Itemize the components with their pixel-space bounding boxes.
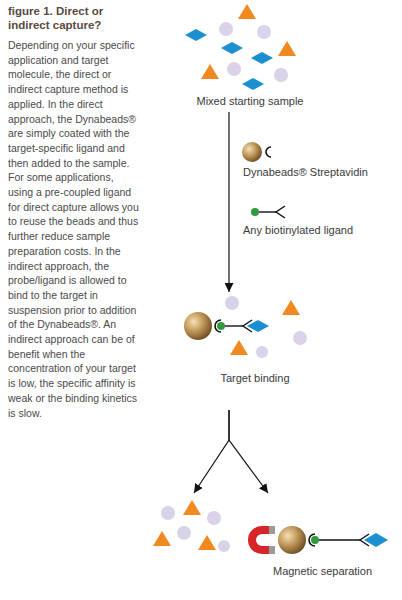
circle-molecule [219, 22, 233, 36]
biotin-dot [311, 536, 319, 544]
triangle-molecule [183, 500, 201, 515]
target-binding-scene [184, 296, 307, 358]
triangle-molecule [198, 535, 216, 550]
diamond-molecule [242, 78, 264, 90]
diamond-molecule [185, 29, 207, 41]
ligand-stem [259, 211, 276, 212]
circle-molecule [218, 540, 230, 552]
discarded-molecules [153, 500, 230, 552]
stage-label: Mixed starting sample [180, 95, 320, 108]
part-label: Dynabeads® Streptavidin [243, 166, 368, 179]
circle-molecule [207, 511, 221, 525]
bead [184, 312, 212, 340]
magnetic-separation-scene [252, 526, 388, 554]
magnet-pole [269, 546, 275, 554]
figure-title: figure 1. Direct or indirect capture? [8, 4, 143, 32]
circle-molecule [161, 506, 175, 520]
stage-label: Magnetic separation [245, 565, 400, 578]
bead [278, 526, 306, 554]
stage-box: Magnetic separation [245, 493, 400, 583]
stage-label: Target binding [180, 372, 330, 385]
biotin-dot [251, 208, 259, 216]
flow-arrow [194, 410, 229, 493]
stage-box: Mixed starting sample [180, 0, 320, 112]
mixed-sample-molecules [185, 4, 296, 90]
ligand-fork [276, 206, 285, 218]
diamond-molecule [364, 533, 388, 547]
ligand-stem [225, 325, 243, 326]
magnet-pole [269, 526, 275, 534]
figure-caption: Depending on your specific application a… [8, 38, 140, 420]
stage-box [150, 493, 232, 555]
streptavidin-receptor [266, 147, 271, 157]
flow-arrow [229, 410, 268, 493]
circle-molecule [256, 346, 268, 358]
circle-molecule [227, 62, 241, 76]
magnet [252, 530, 270, 550]
triangle-molecule [201, 64, 219, 79]
diamond-molecule [221, 42, 243, 54]
circle-molecule [177, 526, 191, 540]
streptavidin-bead [242, 142, 271, 162]
diamond-molecule [251, 52, 273, 64]
biotin-dot [217, 322, 225, 330]
bead [242, 142, 262, 162]
biotinylated-ligand [251, 206, 285, 218]
circle-molecule [274, 68, 288, 82]
circle-molecule [257, 25, 271, 39]
ligand-stem [319, 539, 360, 540]
triangle-molecule [230, 340, 248, 355]
stage-box: Target binding [180, 292, 330, 410]
circle-molecule [225, 296, 239, 310]
triangle-molecule [278, 41, 296, 56]
part-label: Any biotinylated ligand [243, 224, 353, 237]
circle-molecule [293, 331, 307, 345]
triangle-molecule [238, 4, 256, 19]
triangle-molecule [282, 300, 300, 315]
flow-arrow [228, 112, 229, 292]
diamond-molecule [247, 320, 269, 332]
triangle-molecule [153, 531, 171, 546]
